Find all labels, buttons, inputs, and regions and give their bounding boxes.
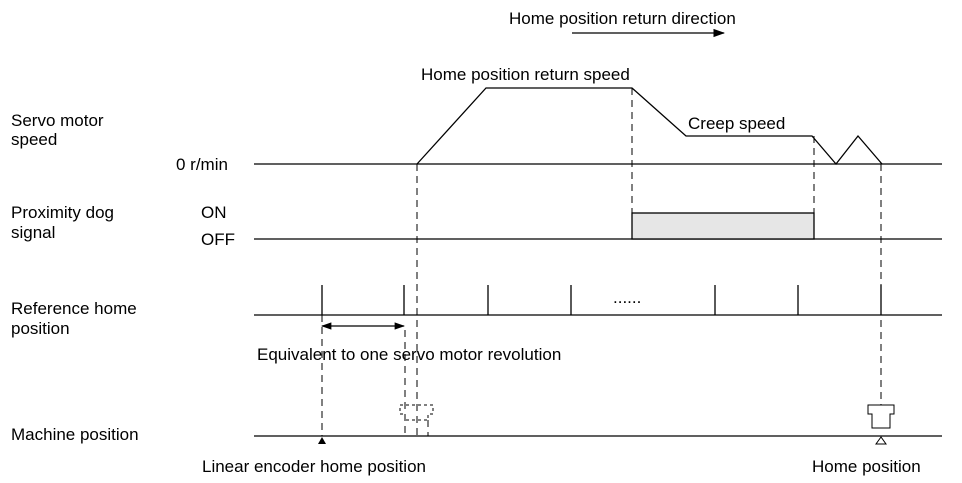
home-position-marker (875, 436, 887, 445)
dog-start-outline (399, 330, 434, 436)
dog-home-outline (867, 404, 895, 429)
linear-encoder-home-marker (318, 437, 326, 444)
ref-pulse-ellipsis: ...... (613, 288, 641, 307)
speed-row-label-line2: speed (11, 130, 57, 149)
ref-row-label-line1: Reference home (11, 299, 137, 318)
return-speed-label: Home position return speed (421, 65, 630, 84)
speed-row-label-line1: Servo motor (11, 111, 104, 130)
linear-encoder-home-label: Linear encoder home position (202, 457, 426, 476)
dog-row-label-line2: signal (11, 223, 55, 242)
creep-speed-label: Creep speed (688, 114, 785, 133)
speed-profile (416, 87, 883, 166)
dog-on-pulse (631, 212, 815, 240)
dog-row-label-line1: Proximity dog (11, 203, 114, 222)
off-label: OFF (201, 230, 235, 249)
machine-row-label: Machine position (11, 425, 139, 444)
home-position-label: Home position (812, 457, 921, 476)
direction-label: Home position return direction (509, 9, 736, 28)
ref-pulse-ticks (321, 285, 882, 315)
one-revolution-label: Equivalent to one servo motor revolution (257, 345, 561, 364)
on-label: ON (201, 203, 227, 222)
ref-row-label-line2: position (11, 319, 70, 338)
zero-speed-label: 0 r/min (176, 155, 228, 174)
